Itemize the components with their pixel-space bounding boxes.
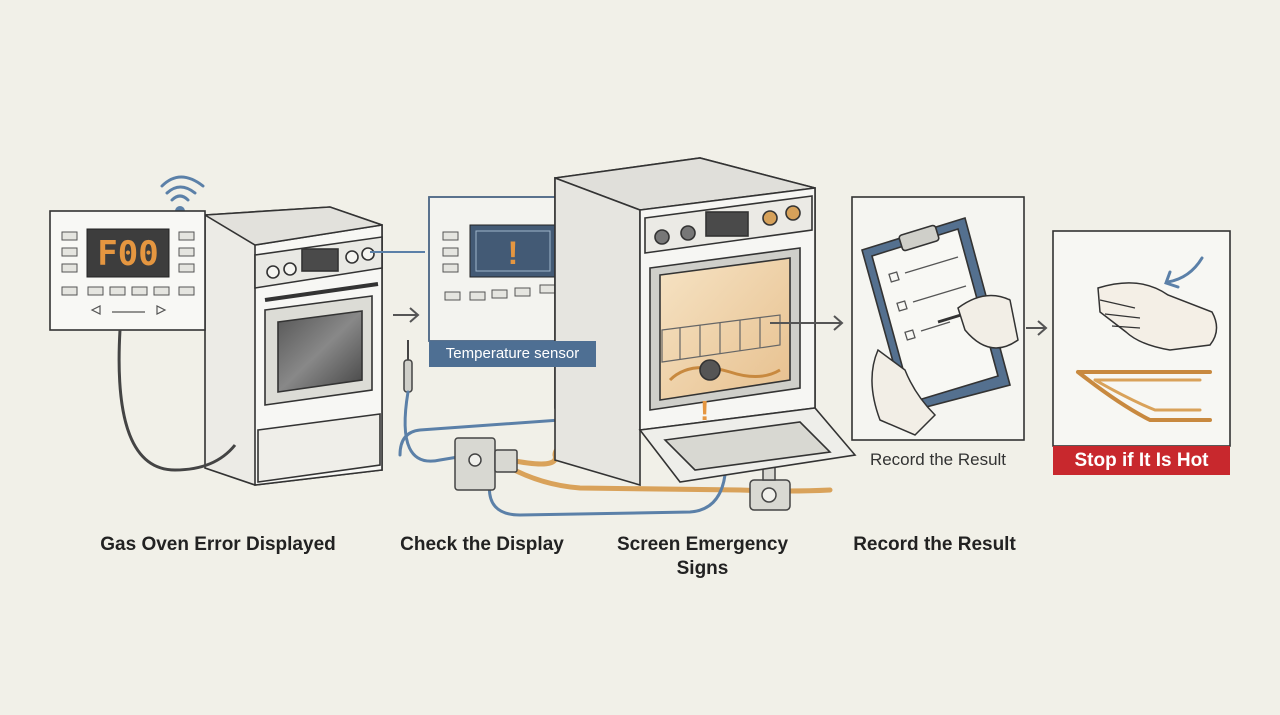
hand-icon	[1097, 282, 1218, 351]
step-label-record-result: Record the Result	[853, 534, 1016, 555]
heat-element-icon	[1076, 370, 1212, 422]
arrow-right-icon	[393, 307, 420, 323]
step3-open-oven: !	[554, 157, 857, 487]
temperature-sensor-tag: Temperature sensor	[429, 341, 596, 367]
control-panel-closeup	[49, 210, 206, 331]
curved-arrow-icon	[1164, 256, 1204, 289]
alert-symbol: !	[508, 235, 519, 271]
arrow-right-icon	[770, 315, 1048, 336]
wifi-icon	[160, 175, 205, 216]
error-code-text: F00	[97, 234, 158, 274]
stop-if-hot-banner: Stop if It Is Hot	[1053, 446, 1230, 475]
record-result-caption: Record the Result	[869, 450, 1007, 469]
step-label-check-display: Check the Display	[400, 534, 564, 555]
clipboard-icon	[861, 216, 1011, 413]
pen-icon	[871, 294, 1019, 436]
step1-oven	[202, 206, 383, 486]
panel-cable	[117, 329, 237, 472]
step-label-gas-oven-error: Gas Oven Error Displayed	[100, 534, 336, 555]
step-label-screen-emergency: Screen Emergency Signs	[616, 534, 789, 579]
svg-text:!: !	[700, 395, 709, 426]
gas-valve-icon	[454, 437, 791, 511]
